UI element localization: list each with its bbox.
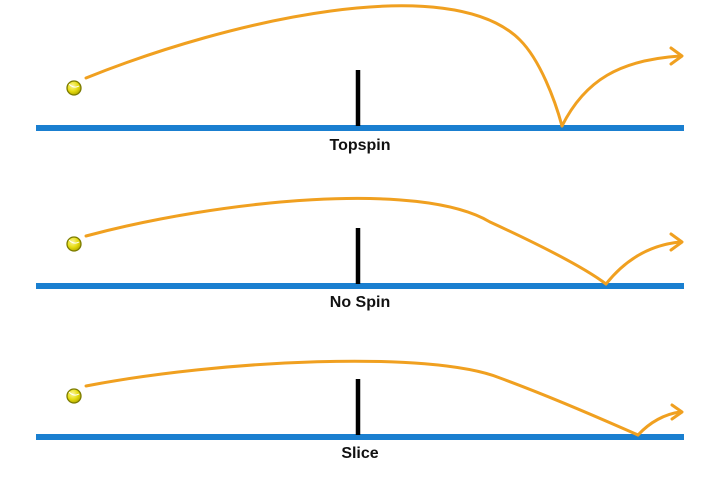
- panel-label: Slice: [341, 445, 378, 462]
- bounce-trajectory: [604, 240, 682, 286]
- arrowhead-icon: [669, 46, 684, 66]
- tennis-ball-icon: [66, 388, 82, 404]
- bounce-trajectory: [636, 410, 682, 437]
- arrowhead-icon: [669, 232, 684, 252]
- panel-label: Topspin: [329, 137, 390, 154]
- tennis-ball-icon: [66, 80, 82, 96]
- arrowhead-icon: [670, 403, 684, 421]
- panel-no-spin: No Spin: [36, 196, 684, 311]
- bounce-trajectory: [560, 54, 682, 128]
- panel-topspin: Topspin: [36, 4, 684, 154]
- ball-trajectory: [84, 4, 564, 128]
- ball-trajectory: [84, 196, 608, 286]
- panel-label: No Spin: [330, 294, 390, 311]
- panel-slice: Slice: [36, 359, 684, 462]
- tennis-ball-icon: [66, 236, 82, 252]
- ball-trajectory: [84, 359, 640, 437]
